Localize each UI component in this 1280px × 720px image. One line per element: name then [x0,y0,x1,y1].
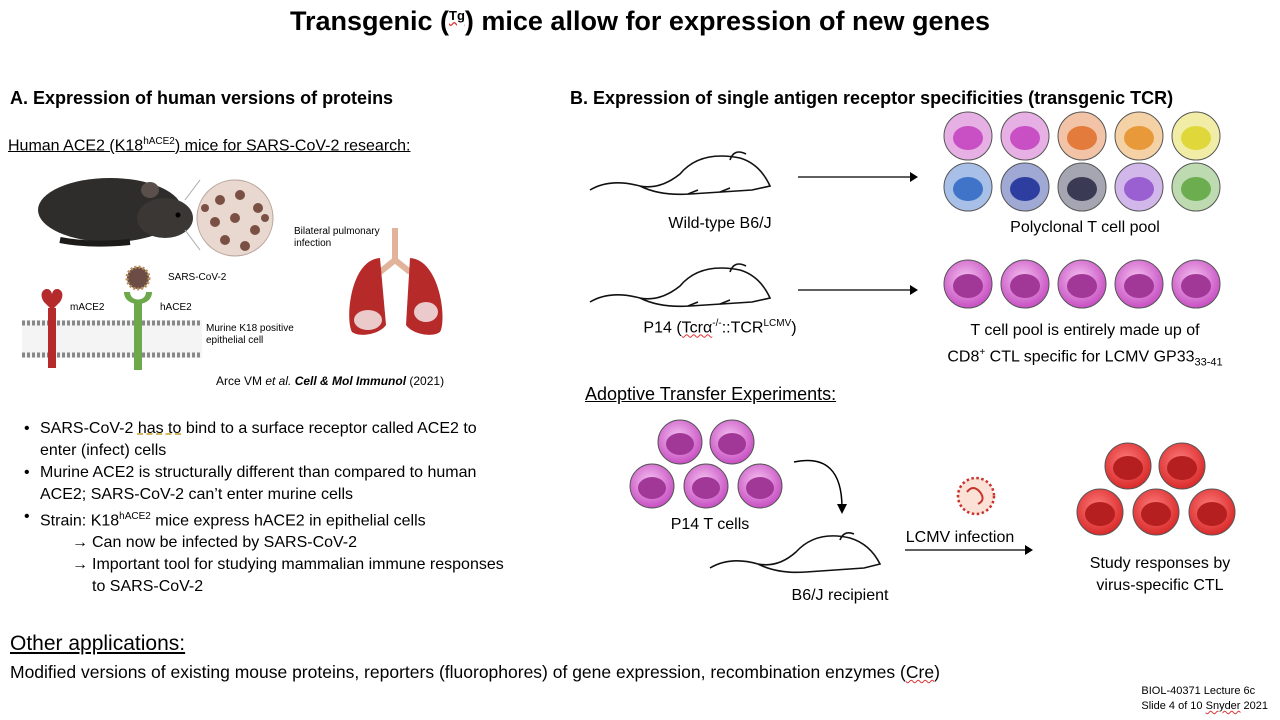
p14-cell-pool [943,259,1221,309]
p14-mouse-icon [589,263,772,308]
lungs-icon [349,228,443,335]
arrow-icon: → [72,534,88,552]
polyclonal-t-cell-nucleus [1010,126,1040,150]
polyclonal-t-cell-nucleus [1010,177,1040,201]
polyclonal-t-cell-nucleus [1067,177,1097,201]
infection-arrow [905,545,1033,555]
polyclonal-cell-pool [943,111,1221,212]
wildtype-mouse-icon [589,151,772,196]
sars-cov-2-virion-icon [125,265,151,291]
bullet-item: SARS-CoV-2 has to bind to a surface rece… [22,418,512,462]
polyclonal-t-cell-nucleus [1124,126,1154,150]
transfer-curved-arrow [793,459,843,509]
label-mace2: mACE2 [70,302,105,313]
section-a-heading: A. Expression of human versions of prote… [10,88,394,108]
tcr-figure [589,111,1221,516]
sub-bullet-item: →Important tool for studying mammalian i… [72,556,504,596]
section-a-subheading: Human ACE2 (K18hACE2) mice for SARS-CoV-… [8,136,411,155]
label-bilateral-infection: Bilateral pulmonary infection [294,226,380,249]
other-applications-text: Modified versions of existing mouse prot… [10,662,940,682]
bullet-item: Murine ACE2 is structurally different th… [22,462,512,506]
polyclonal-t-cell-nucleus [953,177,983,201]
label-epithelial-cell: Murine K18 positive epithelial cell [206,323,294,346]
label-sars-cov-2: SARS-CoV-2 [168,272,227,283]
p14-transfer-cells [629,419,783,509]
label-hace2: hACE2 [160,302,192,313]
recipient-mouse-icon [709,532,882,574]
polyclonal-t-cell-nucleus [1181,177,1211,201]
p14-cells-label: P14 T cells [670,516,750,533]
lcmv-infection-label: LCMV infection [905,529,1015,546]
polyclonal-label: Polyclonal T cell pool [1010,219,1160,236]
wildtype-label: Wild-type B6/J [668,215,772,232]
mace2-receptor-icon [41,288,63,368]
section-b-heading: B. Expression of single antigen receptor… [570,88,1174,108]
ace2-figure [22,178,443,370]
sub-bullet-item: →Can now be infected by SARS-CoV-2 [22,532,512,554]
other-applications-heading: Other applications: [10,632,186,655]
citation: Arce VM et al. Cell & Mol Immunol (2021) [216,374,445,388]
lcmv-virus-icon [956,476,996,516]
mouse-photo-icon [38,178,193,247]
hace2-receptor-icon [124,292,152,370]
polyclonal-t-cell-nucleus [1124,177,1154,201]
recipient-label: B6/J recipient [791,587,889,604]
polyclonal-t-cell-nucleus [1181,126,1211,150]
virus-zoom-icon [196,179,274,257]
slide-footer: BIOL-40371 Lecture 6c Slide 4 of 10 Snyd… [1141,685,1268,712]
polyclonal-t-cell-nucleus [1067,126,1097,150]
polyclonal-t-cell-nucleus [953,126,983,150]
adoptive-heading: Adoptive Transfer Experiments: [585,384,837,404]
ctl-cell-cluster [1076,442,1236,536]
arrow-icon: → [72,556,88,574]
bullet-item: Strain: K18hACE2 mice express hACE2 in e… [22,506,512,532]
slide-title: Transgenic (Tg) mice allow for expressio… [289,6,991,36]
bullet-list: SARS-CoV-2 has to bind to a surface rece… [22,418,512,598]
p14-label: P14 (Tcrα-/-::TCRLCMV) [643,318,797,337]
